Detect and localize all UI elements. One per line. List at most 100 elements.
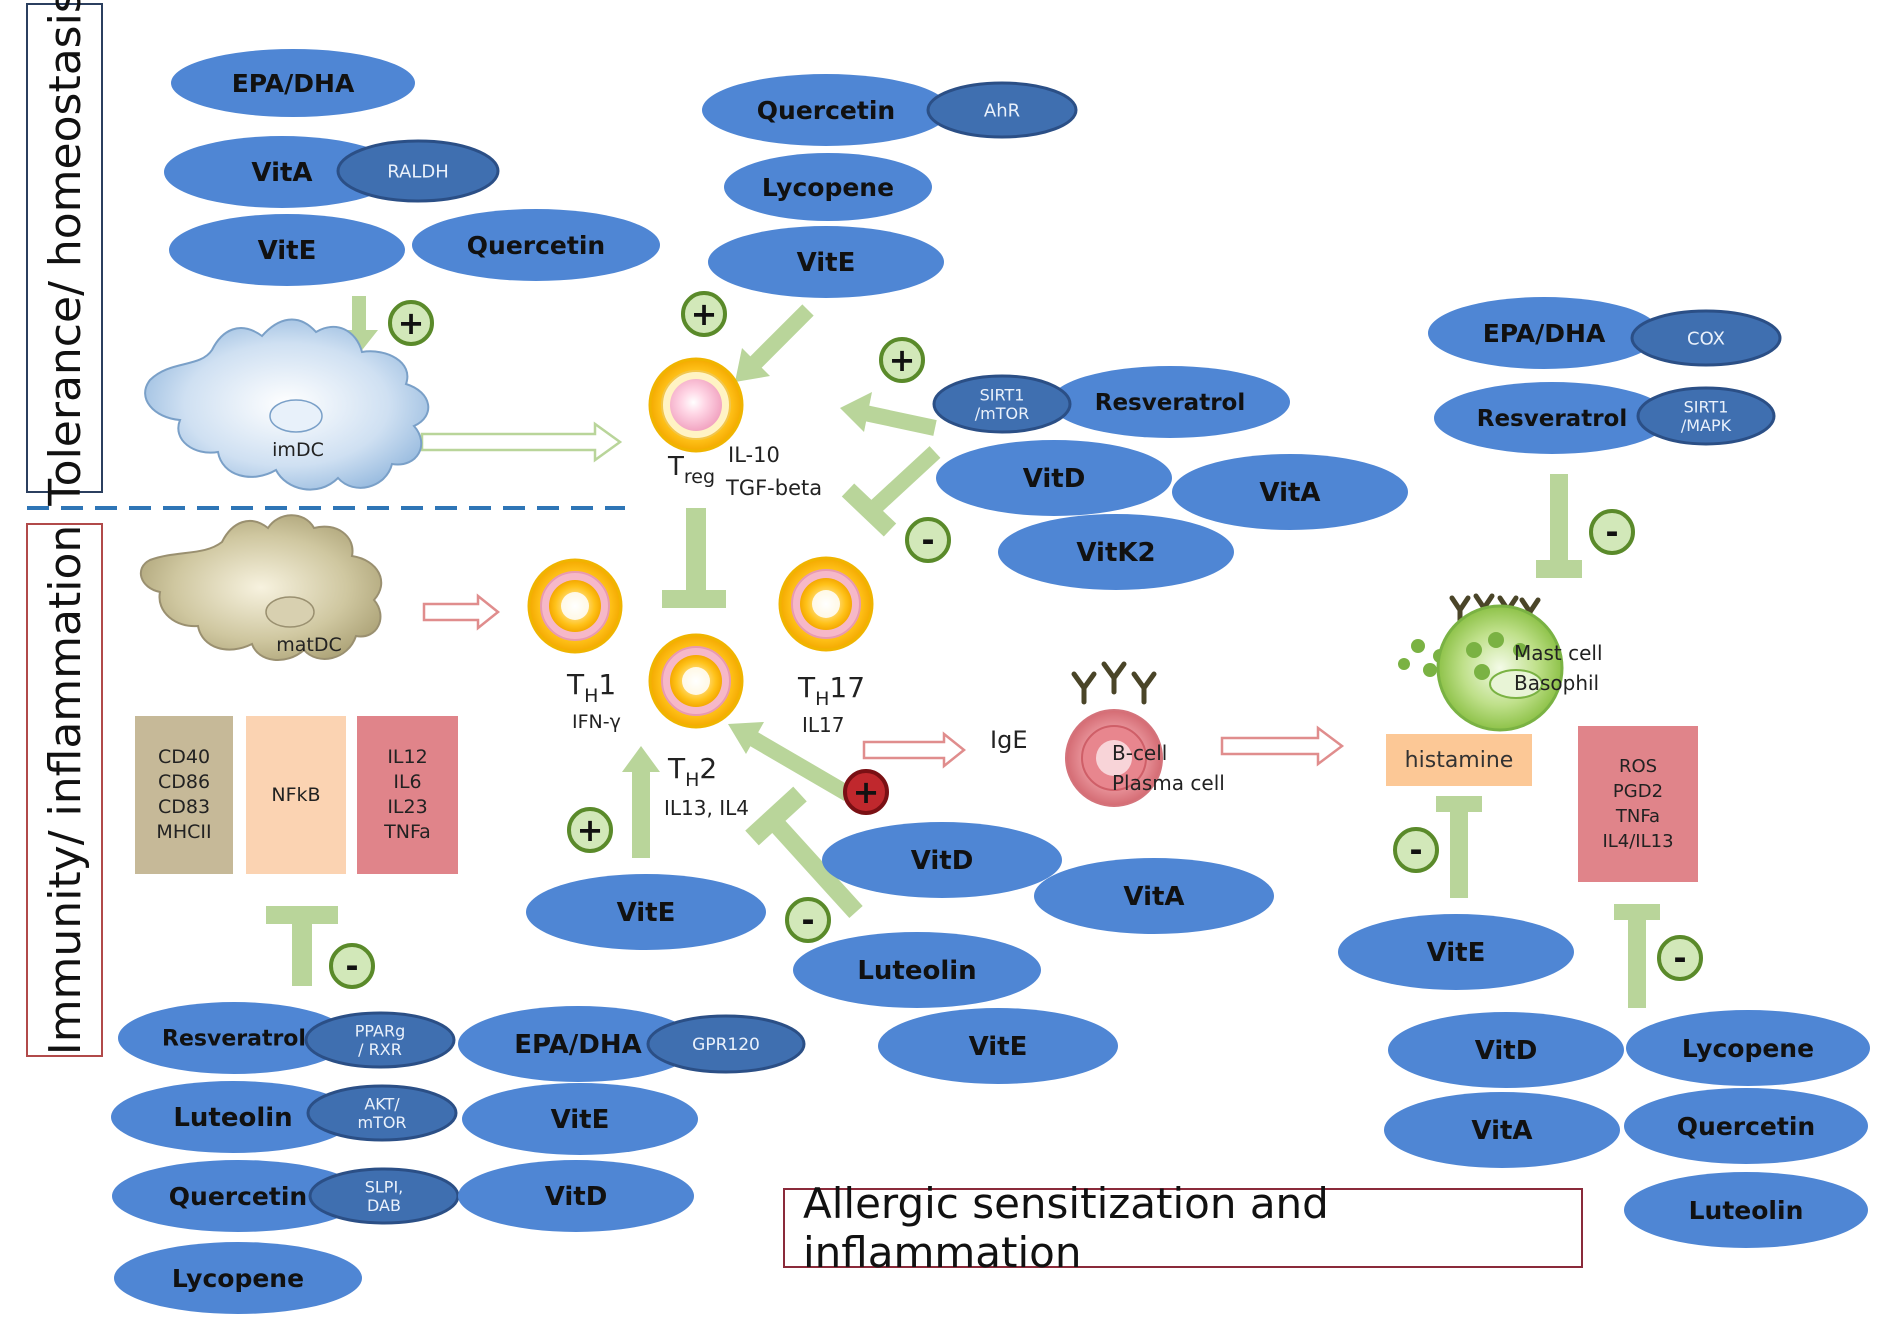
th17-symbol: TH17 <box>797 671 865 710</box>
nutrient-tc-ahr: AhR <box>926 81 1078 139</box>
arrow-vite-treg <box>735 304 814 382</box>
nutrient-c-vita: VitA <box>1034 858 1274 934</box>
nutrient-label: AKT/ <box>364 1094 400 1113</box>
th2-symbol: TH2 <box>667 752 717 791</box>
nutrient-label: Quercetin <box>757 96 895 125</box>
nfkb-box: NFkB <box>246 716 346 874</box>
inhibitor-vite-histamine <box>1436 796 1482 898</box>
nutrient-label: Lycopene <box>1682 1034 1814 1063</box>
nutrient-bl-slpi: SLPI,DAB <box>308 1167 460 1225</box>
nutrient-c-vite2: VitE <box>878 1008 1118 1084</box>
nutrient-bl-resveratrol: Resveratrol <box>118 1002 350 1074</box>
treg-cytokine-2: TGF-beta <box>725 476 822 500</box>
sign-text: - <box>1673 939 1686 977</box>
sign-text: - <box>345 947 358 985</box>
nutrient-label: VitD <box>911 846 974 876</box>
arrow-matdc-th <box>422 593 501 631</box>
minus-badge: - <box>905 517 951 563</box>
nutrient-label: VitE <box>258 236 317 266</box>
nutrient-label: Quercetin <box>1677 1112 1815 1141</box>
nutrient-mr-vitk2: VitK2 <box>998 514 1234 590</box>
nutrient-bl-quercetin: Quercetin <box>112 1160 364 1232</box>
nutrient-label: COX <box>1687 328 1725 349</box>
nutrient-label: VitK2 <box>1076 538 1155 568</box>
inhibitor-luteolin-th2 <box>745 786 863 919</box>
plus-badge: + <box>879 337 925 383</box>
mast-label: Mast cell <box>1514 641 1603 665</box>
sign-text: + <box>691 295 718 333</box>
nutrient-label: /mTOR <box>975 404 1029 423</box>
nutrient-label: Luteolin <box>857 956 976 986</box>
sign-text: + <box>577 811 604 849</box>
nutrient-label: RALDH <box>387 161 449 182</box>
nutrient-c-vitd: VitD <box>822 822 1062 898</box>
nutrient-label: Luteolin <box>1689 1196 1804 1225</box>
nutrient-c-luteolin: Luteolin <box>793 932 1041 1008</box>
bcell-cell <box>1065 709 1163 807</box>
mediators-box: ROS PGD2 TNFa IL4/IL13 <box>1578 726 1698 882</box>
nutrient-br-quercetin: Quercetin <box>1624 1088 1868 1164</box>
nutrient-label: SIRT1 <box>1684 397 1729 416</box>
nutrient-label: Resveratrol <box>1477 406 1627 432</box>
nutrient-c-vite: VitE <box>526 874 766 950</box>
minus-badge: - <box>1657 935 1703 981</box>
imdc-label: imDC <box>272 439 324 461</box>
matdc-label: matDC <box>276 634 342 656</box>
inhibitor-vitd-treg <box>841 446 941 537</box>
nutrient-bl-ppar: PPARg/ RXR <box>304 1011 456 1069</box>
nutrient-label: mTOR <box>357 1113 406 1132</box>
th17-cell <box>778 556 874 652</box>
nutrient-label: Resveratrol <box>1095 390 1245 416</box>
minus-badge: - <box>1393 827 1439 873</box>
nutrient-label: VitE <box>969 1032 1028 1062</box>
treg-cell <box>648 357 744 453</box>
nutrient-tc-vite: VitE <box>708 226 944 298</box>
red-plus-badge: + <box>843 769 889 815</box>
nutrient-mr-resveratrol: Resveratrol <box>1050 366 1290 438</box>
nutrient-label: EPA/DHA <box>514 1030 642 1060</box>
antibody-icons-bcell <box>1071 661 1157 705</box>
th17-cytokine: IL17 <box>802 713 845 737</box>
nutrient-label: VitE <box>617 898 676 928</box>
nutrient-br-vite: VitE <box>1338 914 1574 990</box>
plus-badge: + <box>567 807 613 853</box>
inhibitor-bl-nfkb <box>266 906 338 986</box>
th1-cytokine: IFN-γ <box>572 711 621 733</box>
plus-badge: + <box>388 300 434 346</box>
nutrient-tr-sirt1: SIRT1/MAPK <box>1636 386 1776 446</box>
inhibitor-br-mediators <box>1614 904 1660 1008</box>
nutrient-tc-quercetin: Quercetin <box>702 74 950 146</box>
ige-label: IgE <box>990 726 1027 754</box>
nutrient-tl-vita: VitA <box>164 136 400 208</box>
sign-text: + <box>889 341 916 379</box>
nutrient-label: Resveratrol <box>162 1027 306 1052</box>
nutrient-label: Luteolin <box>173 1103 292 1133</box>
th2-cell <box>648 633 744 729</box>
tolerance-band <box>26 3 103 493</box>
nutrient-label: VitE <box>551 1105 610 1135</box>
plasma-label: Plasma cell <box>1112 771 1225 795</box>
th1-cell <box>527 558 623 654</box>
nutrient-label: SIRT1 <box>980 385 1025 404</box>
sign-text: + <box>853 773 880 811</box>
treg-cytokine-1: IL-10 <box>728 443 780 467</box>
nutrient-mr-vitd: VitD <box>936 440 1172 516</box>
inhibitor-treg-th <box>662 508 726 608</box>
nutrient-label: PPARg <box>355 1021 406 1040</box>
nutrient-label: VitD <box>545 1182 608 1212</box>
minus-badge: - <box>329 943 375 989</box>
nutrient-tl-quercetin: Quercetin <box>412 209 660 281</box>
nutrient-br-lycopene: Lycopene <box>1626 1010 1870 1086</box>
sign-text: - <box>921 521 934 559</box>
nutrient-tr-epa: EPA/DHA <box>1428 297 1660 369</box>
arrow-th-ige <box>862 731 967 769</box>
nutrient-label: GPR120 <box>692 1035 760 1055</box>
minus-badge: - <box>785 897 831 943</box>
nutrient-label: VitA <box>1123 882 1184 912</box>
sign-text: - <box>1409 831 1422 869</box>
nutrient-br-vita: VitA <box>1384 1092 1620 1168</box>
nutrient-tr-resveratrol: Resveratrol <box>1434 382 1670 454</box>
tolerance-label: Tolerance/ homeostasis <box>40 0 91 507</box>
